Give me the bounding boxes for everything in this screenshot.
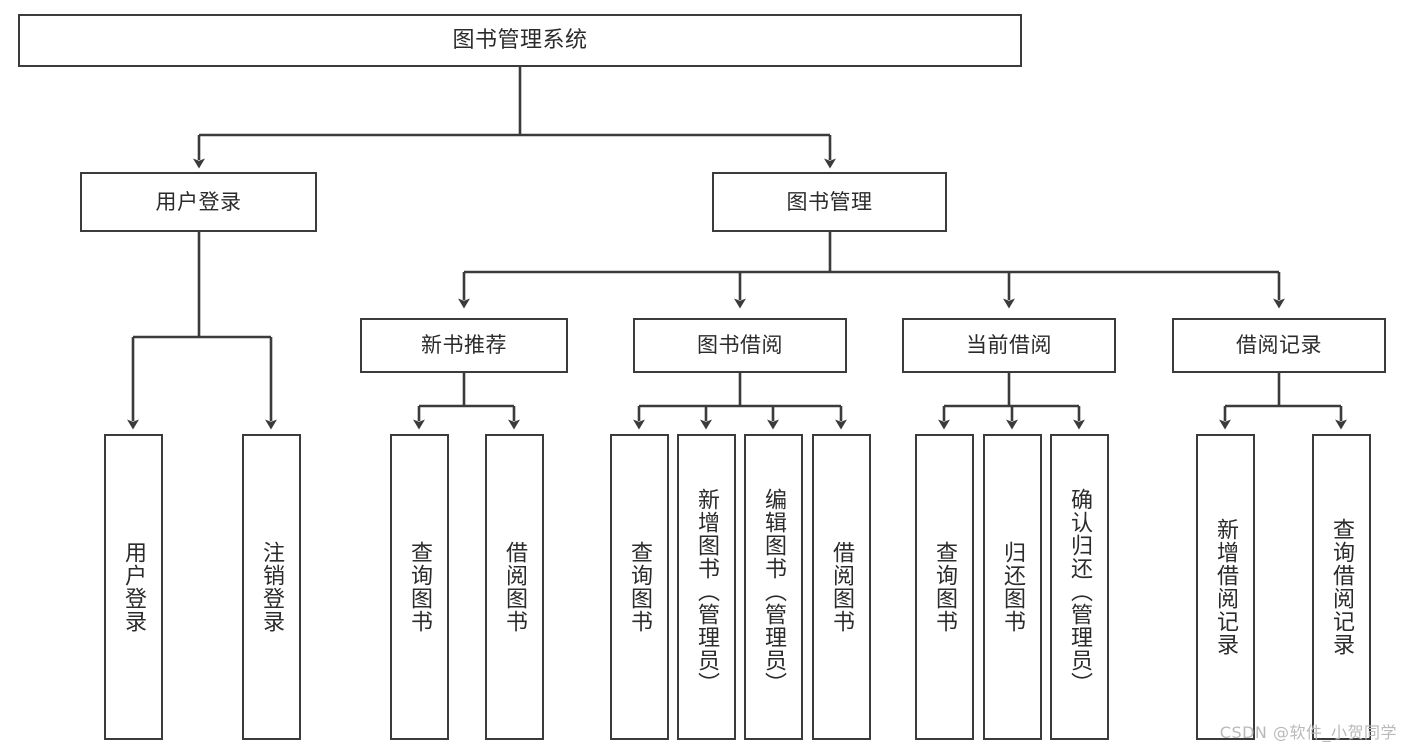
node-label: 新增图书（管理员）: [694, 487, 720, 695]
leaf-borrow-book[interactable]: 借阅图书: [812, 434, 871, 740]
node-user-login[interactable]: 用户登录: [80, 172, 317, 232]
node-current-borrow[interactable]: 当前借阅: [902, 318, 1116, 373]
node-label: 借阅图书: [502, 541, 528, 633]
leaf-query-book-recommend[interactable]: 查询图书: [390, 434, 449, 740]
node-label: 查询图书: [407, 541, 433, 633]
node-label: 注销登录: [259, 541, 285, 633]
node-label: 借阅图书: [829, 541, 855, 633]
node-label: 借阅记录: [1236, 333, 1322, 358]
node-label: 用户登录: [155, 189, 242, 214]
node-label: 查询借阅记录: [1329, 518, 1355, 656]
leaf-borrow-book-recommend[interactable]: 借阅图书: [485, 434, 544, 740]
csdn-watermark: CSDN @软件_小贺同学: [1219, 723, 1397, 742]
leaf-edit-book-admin[interactable]: 编辑图书（管理员）: [744, 434, 803, 740]
leaf-query-book-current[interactable]: 查询图书: [915, 434, 974, 740]
leaf-query-book-borrow[interactable]: 查询图书: [610, 434, 669, 740]
node-label: 归还图书: [1000, 541, 1026, 633]
leaf-query-borrow-record[interactable]: 查询借阅记录: [1312, 434, 1371, 740]
node-label: 图书管理: [786, 189, 873, 214]
node-label: 新增借阅记录: [1213, 518, 1239, 656]
node-new-book-recommend[interactable]: 新书推荐: [360, 318, 568, 373]
node-label: 编辑图书（管理员）: [761, 487, 787, 695]
node-root-system[interactable]: 图书管理系统: [18, 14, 1022, 67]
leaf-logout[interactable]: 注销登录: [242, 434, 301, 740]
leaf-user-login[interactable]: 用户登录: [104, 434, 163, 740]
node-book-management[interactable]: 图书管理: [712, 172, 947, 232]
node-label: 查询图书: [932, 541, 958, 633]
node-borrow-records[interactable]: 借阅记录: [1172, 318, 1386, 373]
leaf-confirm-return-admin[interactable]: 确认归还（管理员）: [1050, 434, 1109, 740]
node-label: 确认归还（管理员）: [1067, 487, 1093, 695]
node-label: 查询图书: [627, 541, 653, 633]
node-label: 当前借阅: [966, 333, 1052, 358]
node-label: 用户登录: [121, 541, 147, 633]
node-label: 图书借阅: [697, 333, 783, 358]
leaf-add-borrow-record[interactable]: 新增借阅记录: [1196, 434, 1255, 740]
leaf-add-book-admin[interactable]: 新增图书（管理员）: [677, 434, 736, 740]
node-label: 新书推荐: [421, 333, 507, 358]
node-book-borrow[interactable]: 图书借阅: [633, 318, 847, 373]
node-label: 图书管理系统: [452, 27, 588, 53]
leaf-return-book[interactable]: 归还图书: [983, 434, 1042, 740]
